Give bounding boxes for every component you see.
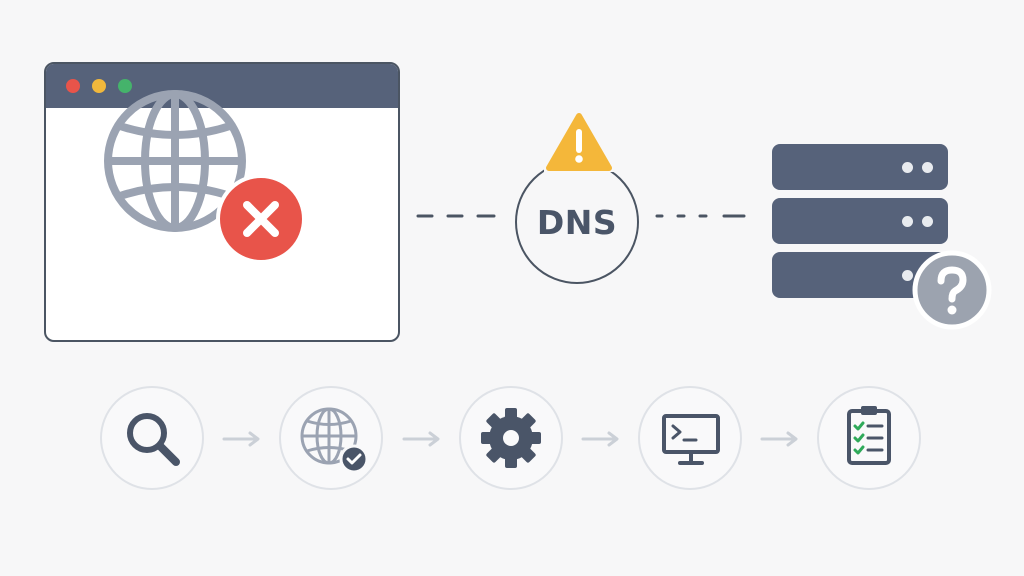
window-minimize-dot: [92, 79, 106, 93]
window-maximize-dot: [118, 79, 132, 93]
search-icon: [127, 413, 180, 466]
arrow-right-icon: [581, 431, 619, 447]
globe-icon: [104, 90, 246, 232]
connection-line: [416, 214, 746, 218]
arrow-right-icon: [402, 431, 440, 447]
warning-triangle-icon: [546, 113, 612, 171]
arrow-right-icon: [222, 431, 260, 447]
arrow-right-icon: [760, 431, 798, 447]
step-checklist: [817, 386, 921, 490]
browser-title-bar: [46, 64, 398, 108]
step-search: [100, 386, 204, 490]
step-terminal: [638, 386, 742, 490]
globe-check-icon: [300, 407, 369, 474]
question-mark-icon: [912, 250, 992, 330]
terminal-monitor-icon: [662, 414, 720, 465]
step-globe-check: [279, 386, 383, 490]
error-x-icon: [216, 174, 306, 264]
step-gear: [459, 386, 563, 490]
window-close-dot: [66, 79, 80, 93]
dns-node: [515, 160, 639, 284]
gear-icon: [481, 408, 541, 468]
checklist-clipboard-icon: [847, 406, 891, 465]
server-unit: [772, 144, 948, 190]
server-unit: [772, 198, 948, 244]
dns-label: DNS: [536, 202, 618, 242]
